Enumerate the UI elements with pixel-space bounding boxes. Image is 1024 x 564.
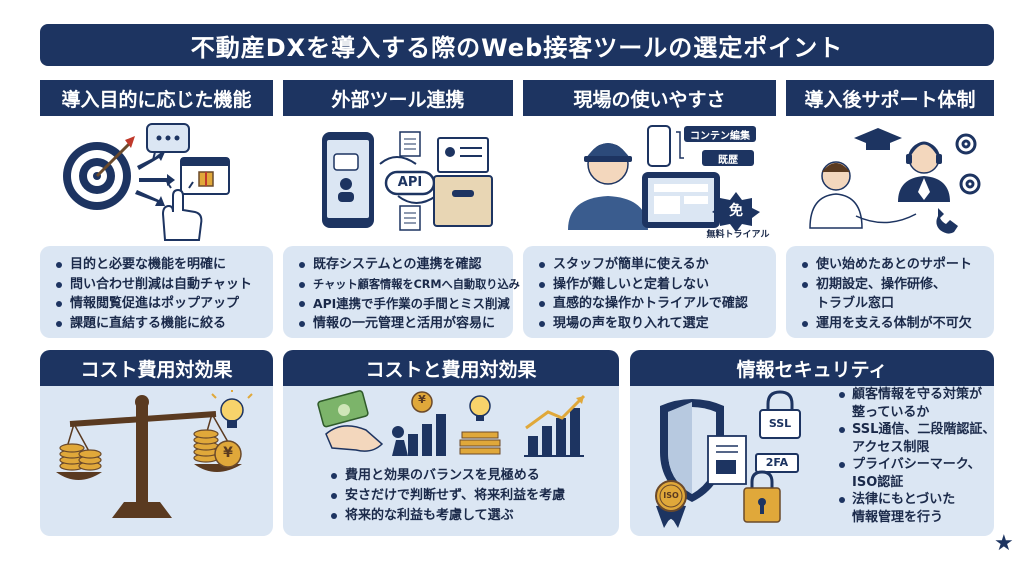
- yen-coin-icon: [214, 440, 242, 468]
- trial-label: 無料トライアル: [706, 230, 770, 240]
- mobile-phone-icon: [647, 125, 671, 167]
- cost1-header: コスト費用対効果: [40, 350, 273, 386]
- support-bullet: 運用を支える体制が不可欠: [800, 314, 982, 334]
- support-panel: 使い始めたあとのサポート 初期設定、操作研修、 トラブル窓口 運用を支える体制が…: [786, 246, 994, 338]
- support-bullet: 使い始めたあとのサポート: [800, 255, 982, 275]
- integration-bullet: 情報の一元管理と活用が容易に: [297, 314, 501, 334]
- coin-stack-icon: [59, 429, 219, 471]
- customer-person-icon: [809, 161, 863, 229]
- pointing-hand-icon: [161, 178, 203, 241]
- purpose-bullet: 問い合わせ削減は自動チャット: [54, 275, 261, 295]
- tablet-icon: [642, 172, 720, 228]
- purpose-bullet: 課題に直結する機能に絞る: [54, 314, 261, 334]
- security-bullet: プライバシーマーク、 ISO認証: [838, 456, 998, 491]
- graduation-cap-icon: [854, 128, 902, 150]
- smartphone-icon: [322, 132, 374, 228]
- connection-arrow: [855, 213, 917, 224]
- integration-header: 外部ツール連携: [283, 80, 513, 116]
- usability-header: 現場の使いやすさ: [523, 80, 776, 116]
- phone-icon: [936, 208, 958, 234]
- security-bullet-line: ISO認証: [852, 474, 904, 490]
- integration-bullet: チャット顧客情報をCRMへ自動取り込み: [297, 275, 520, 295]
- support-illustration: [806, 120, 986, 238]
- support-operator-icon: [898, 141, 950, 202]
- integration-bullet: 既存システムとの連携を確認: [297, 255, 501, 275]
- page-title: 不動産DXを導入する際のWeb接客ツールの選定ポイント: [40, 24, 994, 66]
- api-label: API: [397, 175, 423, 190]
- security-bullet-line: 整っているか: [852, 404, 930, 420]
- cash-hand-icon: [317, 390, 384, 452]
- cost2-bullet: 将来的な利益も考慮して選ぶ: [330, 506, 565, 526]
- cost2-bullet: 費用と効果のバランスを見極める: [330, 466, 565, 486]
- purpose-bullet: 目的と必要な機能を明確に: [54, 255, 261, 275]
- security-bullet-line: 情報管理を行う: [852, 509, 944, 525]
- staff-person-icon: [568, 143, 648, 230]
- support-header: 導入後サポート体制: [786, 80, 994, 116]
- security-bullet-line: プライバシーマーク、: [852, 457, 981, 472]
- lightbulb-coins-icon: [459, 395, 501, 455]
- ssl-lock-icon: [759, 390, 801, 439]
- usability-panel: スタッフが簡単に使えるか 操作が難しいと定着しない 直感的な操作かトライアルで確…: [523, 246, 776, 338]
- twofa-label: 2FA: [765, 456, 789, 469]
- content-edit-label: コンテン編集: [690, 131, 750, 142]
- support-bullet: 初期設定、操作研修、 トラブル窓口: [800, 275, 982, 314]
- integration-bullet: API連携で手作業の手間とミス削減: [297, 294, 510, 314]
- security-bullet: 法律にもとづいた 情報管理を行う: [838, 491, 998, 526]
- document-folder-icon: [707, 435, 747, 485]
- api-illustration: API: [316, 124, 498, 236]
- content-edit-tag: [684, 126, 756, 142]
- star-icon: ★: [994, 531, 1014, 556]
- arrow-icon: [135, 152, 175, 206]
- usability-bullet: 操作が難しいと定着しない: [537, 275, 764, 295]
- security-illustration: SSL 2FA ISO: [646, 390, 830, 530]
- history-label: 既歴: [718, 155, 738, 166]
- growth-person-icon: [392, 391, 446, 456]
- target-icon: [63, 136, 135, 210]
- free-badge-icon: [712, 192, 760, 232]
- yen-symbol: ¥: [418, 393, 426, 406]
- database-drawer-icon: [433, 137, 493, 227]
- security-bullet-line: 法律にもとづいた: [852, 492, 956, 507]
- history-tag: [702, 150, 754, 166]
- cost2-bullet: 安さだけで判断せず、将来利益を考慮: [330, 486, 565, 506]
- security-bullet: 顧客情報を守る対策が 整っているか: [838, 386, 998, 421]
- bar-chart-icon: [524, 394, 586, 457]
- security-bullet: SSL通信、二段階認証、 アクセス制限: [838, 421, 998, 456]
- usability-bullet: スタッフが簡単に使えるか: [537, 255, 764, 275]
- chat-bubble-icon: [146, 123, 190, 163]
- security-bullets: 顧客情報を守る対策が 整っているか SSL通信、二段階認証、 アクセス制限 プラ…: [838, 386, 998, 526]
- free-badge-label: 免: [729, 203, 743, 219]
- security-bullet-line: 顧客情報を守る対策が: [852, 387, 983, 402]
- integration-panel: 既存システムとの連携を確認 チャット顧客情報をCRMへ自動取り込み API連携で…: [283, 246, 520, 338]
- cost2-bullets: 費用と効果のバランスを見極める 安さだけで判断せず、将来利益を考慮 将来的な利益…: [330, 466, 565, 526]
- security-bullet-line: アクセス制限: [852, 439, 930, 455]
- connector-line: [676, 131, 684, 159]
- purpose-header: 導入目的に応じた機能: [40, 80, 273, 116]
- staff-illustration: コンテン編集 既歴 免 無料トライアル: [562, 120, 774, 242]
- yen-symbol: ¥: [223, 445, 233, 461]
- cost-benefit-illustration: ¥: [312, 390, 612, 462]
- popup-window-icon: [180, 157, 230, 195]
- gear-icon: [955, 133, 981, 195]
- cost2-header: コストと費用対効果: [283, 350, 619, 386]
- purpose-panel: 目的と必要な機能を明確に 問い合わせ削減は自動チャット 情報閲覧促進はポップアッ…: [40, 246, 273, 338]
- target-illustration: [55, 118, 255, 242]
- padlock-icon: [743, 470, 781, 523]
- ssl-label: SSL: [768, 417, 792, 430]
- balance-scale-illustration: ¥: [56, 390, 260, 526]
- security-bullet-line: SSL通信、二段階認証、: [852, 422, 996, 437]
- usability-bullet: 直感的な操作かトライアルで確認: [537, 294, 764, 314]
- sync-arrows-icon: [379, 156, 437, 204]
- iso-label: ISO: [663, 491, 679, 500]
- usability-bullet: 現場の声を取り入れて選定: [537, 314, 764, 334]
- twofa-badge: [755, 453, 799, 473]
- lightbulb-icon: [211, 390, 253, 428]
- security-header: 情報セキュリティ: [630, 350, 994, 386]
- iso-medal-icon: [655, 480, 687, 528]
- purpose-bullet: 情報閲覧促進はポップアップ: [54, 294, 261, 314]
